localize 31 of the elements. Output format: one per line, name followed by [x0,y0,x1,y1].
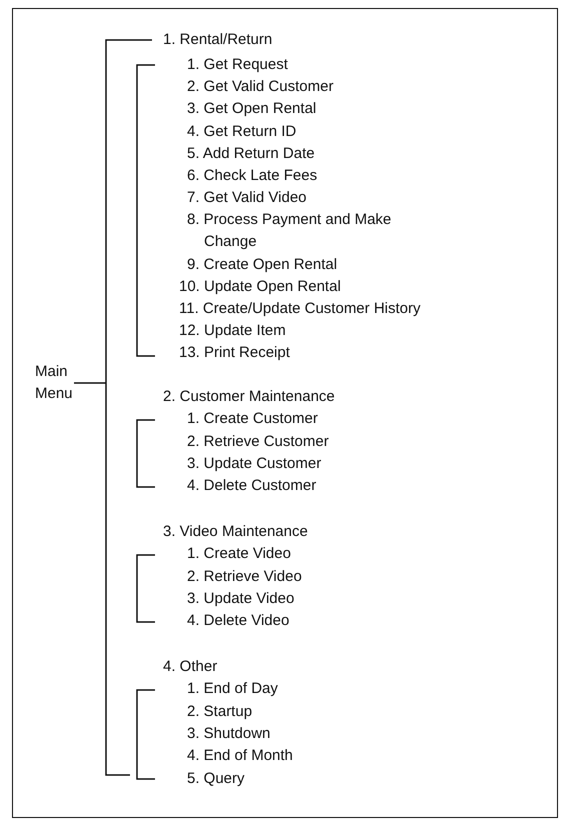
menu-item: 8. Process Payment and Make Change [187,210,392,252]
menu-item: 3. Update Video [187,588,294,609]
menu-item: 3. Update Customer [187,454,322,474]
menu-item: 2. Startup [187,702,252,722]
menu-item: 11. Create/Update Customer History [179,299,420,319]
section-heading: 2. Customer Maintenance [163,387,335,407]
menu-item: 3. Get Open Rental [187,99,316,119]
menu-item: 7. Get Valid Video [187,188,307,208]
menu-item: 5. Query [187,768,245,788]
menu-item: 2. Retrieve Customer [187,432,329,452]
menu-item: 5. Add Return Date [187,144,315,164]
menu-item: 1. Get Request [187,55,288,75]
menu-item: 1. Create Video [187,544,291,564]
menu-item: 4. Delete Video [187,611,290,632]
menu-item: 4. Get Return ID [187,122,296,142]
menu-item: 10. Update Open Rental [179,277,341,297]
menu-item: 3. Shutdown [187,724,270,744]
menu-item: 2. Retrieve Video [187,566,302,587]
menu-item: 9. Create Open Rental [187,255,338,275]
menu-item: 4. End of Month [187,746,293,766]
menu-item: 12. Update Item [179,321,286,341]
section-heading: 3. Video Maintenance [163,522,308,542]
menu-item: 6. Check Late Fees [187,166,318,186]
menu-item: 4. Delete Customer [187,476,316,496]
section-heading: 1. Rental/Return [163,30,272,50]
menu-item: 2. Get Valid Customer [187,77,334,97]
section-heading: 4. Other [163,657,218,677]
menu-item: 13. Print Receipt [179,343,290,363]
root-label: Main Menu [35,362,74,404]
menu-item: 1. Create Customer [187,409,318,430]
menu-item: 1. End of Day [187,679,278,700]
